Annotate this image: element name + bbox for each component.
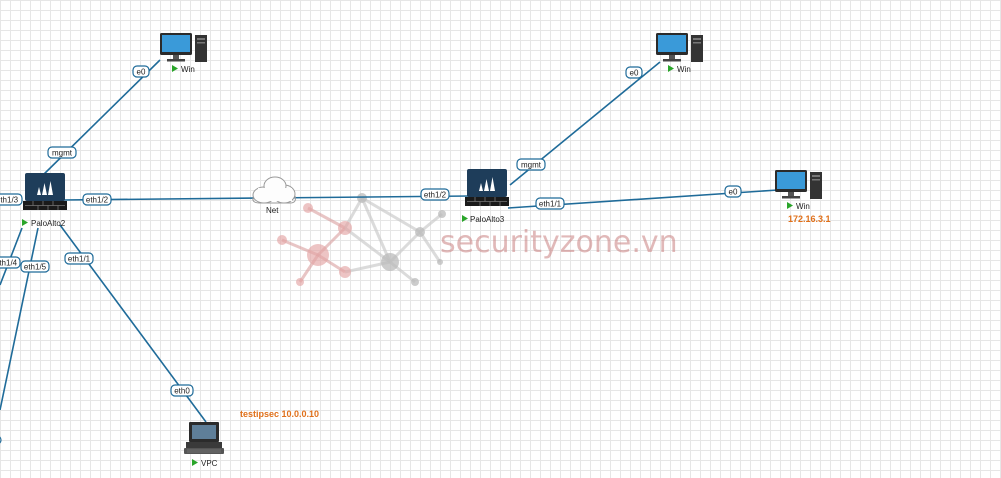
node-label: VPC	[201, 459, 218, 468]
svg-text:e0: e0	[137, 68, 146, 77]
running-indicator-icon	[787, 202, 793, 209]
node-net-cloud[interactable]: Net	[252, 176, 296, 215]
offscreen-node-fragment	[0, 436, 2, 444]
iface-label-pa3-mgmt[interactable]: mgmt	[516, 158, 546, 171]
node-label: Net	[266, 206, 279, 215]
watermark-network-icon	[277, 193, 446, 286]
firewall-icon	[22, 172, 68, 211]
svg-text:e0: e0	[630, 69, 639, 78]
node-vpc[interactable]: VPC	[184, 422, 224, 468]
watermark-text: securityzone.vn	[440, 225, 678, 260]
node-paloalto3[interactable]: PaloAlto3	[462, 168, 510, 224]
svg-text:eth1/4: eth1/4	[0, 259, 18, 268]
node-paloalto2[interactable]: PaloAlto2	[22, 172, 68, 228]
node-label: PaloAlto3	[470, 215, 505, 224]
iface-label-vpc-eth0[interactable]: eth0	[170, 384, 194, 397]
iface-label-pa2-eth1-4[interactable]: eth1/4	[0, 256, 21, 269]
running-indicator-icon	[668, 65, 674, 72]
node-win-right[interactable]: Win	[775, 170, 822, 211]
svg-text:eth1/2: eth1/2	[86, 196, 109, 205]
node-label: Win	[677, 65, 691, 74]
iface-label-pa2-eth1-5[interactable]: eth1/5	[20, 260, 50, 273]
firewall-icon	[464, 168, 510, 207]
iface-label-pa2-mgmt[interactable]: mgmt	[47, 146, 77, 159]
running-indicator-icon	[462, 215, 468, 222]
svg-text:mgmt: mgmt	[52, 149, 73, 158]
node-win-top-right[interactable]: Win	[656, 33, 703, 74]
iface-label-win-tr-e0[interactable]: e0	[625, 66, 643, 79]
running-indicator-icon	[172, 65, 178, 72]
iface-label-pa3-eth1-2[interactable]: eth1/2	[420, 188, 450, 201]
iface-label-pa2-eth1-2[interactable]: eth1/2	[82, 193, 112, 206]
iface-label-win-r-e0[interactable]: e0	[724, 185, 742, 198]
testipsec-annotation[interactable]: testipsec 10.0.0.10	[240, 409, 319, 419]
iface-label-pa3-eth1-1[interactable]: eth1/1	[535, 197, 565, 210]
svg-text:eth1/3: eth1/3	[0, 196, 19, 205]
desktop-pc-icon	[775, 170, 822, 199]
node-win-top-left[interactable]: Win	[160, 33, 207, 74]
svg-text:eth1/1: eth1/1	[68, 255, 91, 264]
link-pa2-eth1-5[interactable]	[0, 227, 39, 411]
iface-label-pa2-eth1-1[interactable]: eth1/1	[64, 252, 94, 265]
svg-text:eth1/5: eth1/5	[24, 263, 47, 272]
running-indicator-icon	[22, 219, 28, 226]
ip-annotation-win-right[interactable]: 172.16.3.1	[788, 214, 831, 224]
svg-text:eth0: eth0	[174, 387, 190, 396]
vpc-computer-icon	[184, 422, 224, 454]
cloud-icon	[252, 176, 296, 204]
node-label: Win	[796, 202, 810, 211]
desktop-pc-icon	[160, 33, 207, 62]
svg-text:e0: e0	[729, 188, 738, 197]
iface-label-win-tl-e0[interactable]: e0	[132, 65, 150, 78]
link-win-tl-pa2-mgmt[interactable]	[39, 59, 161, 179]
svg-text:mgmt: mgmt	[521, 161, 542, 170]
watermark: securityzone.vn	[277, 193, 678, 286]
iface-label-pa2-eth1-3[interactable]: eth1/3	[0, 193, 23, 206]
desktop-pc-icon	[656, 33, 703, 62]
svg-text:eth1/2: eth1/2	[424, 191, 447, 200]
running-indicator-icon	[192, 459, 198, 466]
svg-text:eth1/1: eth1/1	[539, 200, 562, 209]
node-label: PaloAlto2	[31, 219, 66, 228]
node-label: Win	[181, 65, 195, 74]
